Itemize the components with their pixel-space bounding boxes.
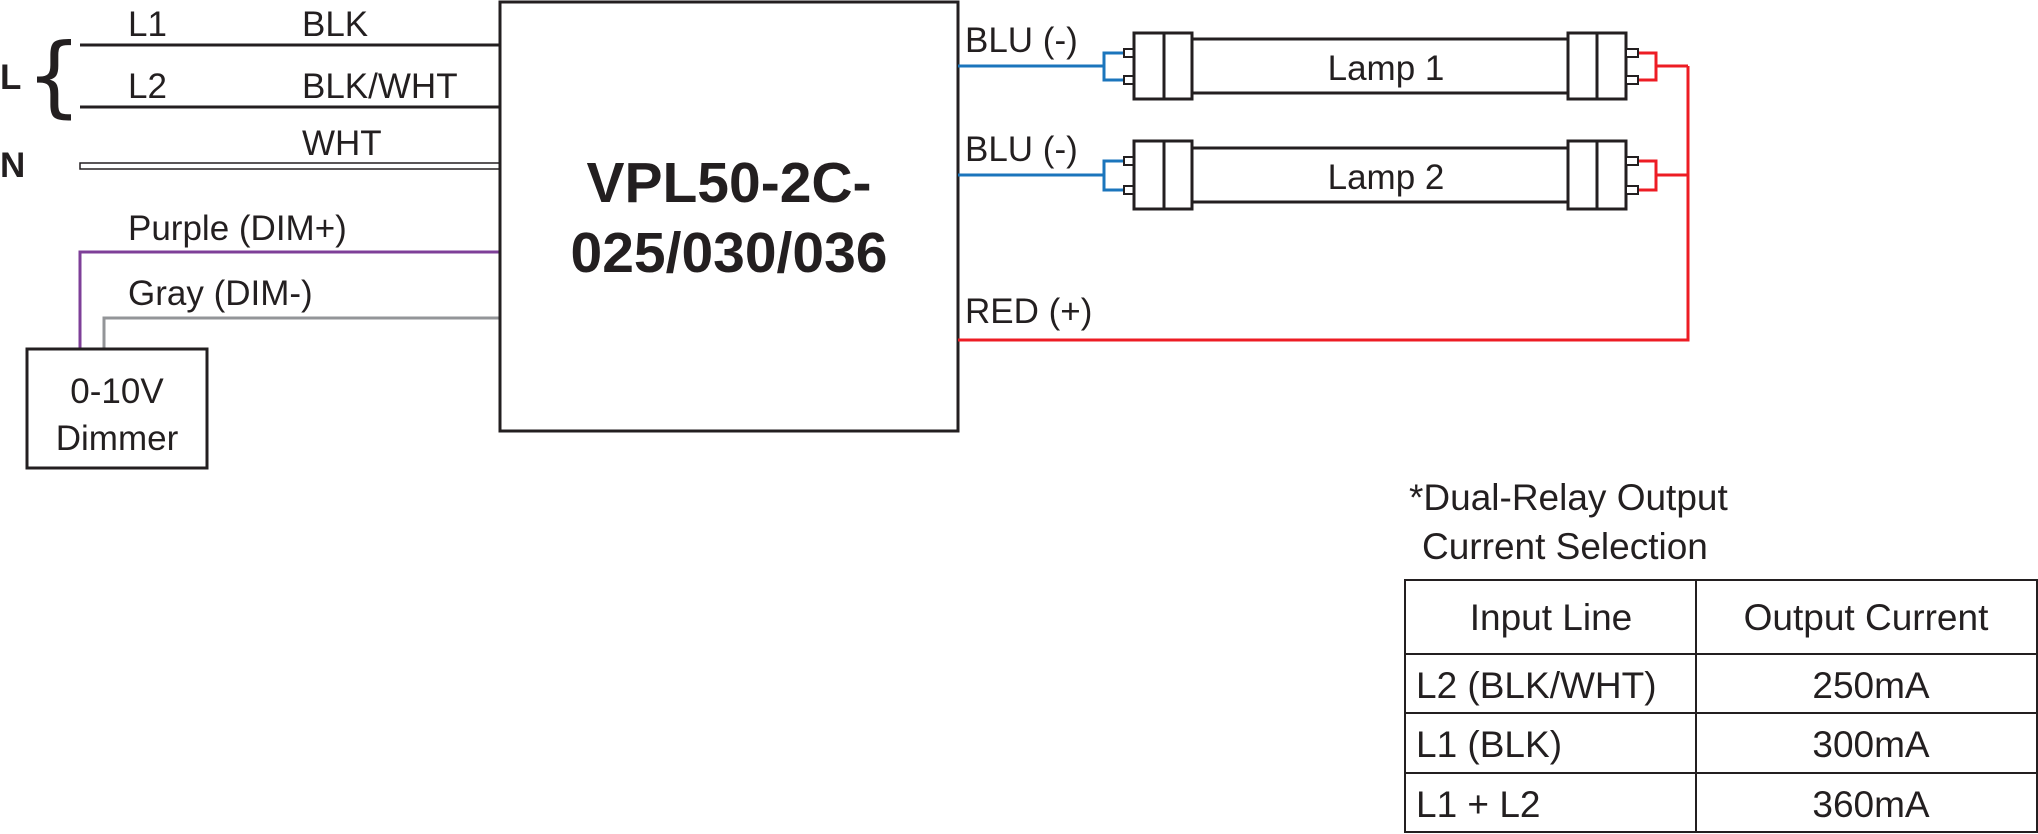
lamp1-wire-label: BLU (-) [965, 21, 1078, 60]
lamp2-right-pin-bottom [1625, 185, 1639, 195]
lamp1-label: Lamp 1 [1328, 49, 1445, 88]
lamp1-right-pin-bottom [1625, 75, 1639, 85]
lamp2-right-pin-top [1625, 156, 1639, 166]
driver-model-line1: VPL50-2C- [586, 151, 871, 215]
table-row-2-input: L1 (BLK) [1416, 724, 1562, 765]
table-header-input-line: Input Line [1470, 597, 1633, 638]
lamp2-wire-label: BLU (-) [965, 130, 1078, 169]
neutral-wire-color: WHT [302, 124, 382, 163]
driver-model-line2: 025/030/036 [571, 221, 888, 285]
lamp1-blue-pins [1102, 51, 1124, 82]
table-note-line2: Current Selection [1422, 526, 1708, 567]
dimmer-box [25, 347, 209, 470]
table-header-output-current: Output Current [1744, 597, 1989, 638]
driver-box [498, 0, 960, 433]
dimmer-label-line1: 0-10V [70, 372, 164, 411]
table-note-line1: *Dual-Relay Output [1409, 477, 1728, 518]
l1-label: L1 [128, 5, 167, 44]
dim-plus-wire [78, 250, 500, 348]
l1-wire-color: BLK [302, 5, 368, 44]
dim-minus-label: Gray (DIM-) [128, 274, 313, 313]
line-group-label: L [0, 58, 21, 97]
dim-minus-wire [102, 316, 500, 348]
lamp2-red-pins [1638, 159, 1658, 192]
neutral-wire [79, 162, 501, 170]
line-group-brace: { [26, 24, 82, 127]
neutral-label: N [0, 146, 25, 185]
table-row-2-current: 300mA [1812, 724, 1930, 765]
table-row-1-current: 250mA [1812, 665, 1930, 706]
l2-label: L2 [128, 67, 167, 106]
l2-wire-color: BLK/WHT [302, 67, 458, 106]
lamp2-label: Lamp 2 [1328, 158, 1445, 197]
table-frame [1404, 579, 2038, 833]
red-positive-wire [958, 66, 1690, 342]
dimmer-label-line2: Dimmer [56, 419, 179, 458]
lamp-1: Lamp 1 [1123, 31, 1639, 101]
table-row-3-input: L1 + L2 [1416, 784, 1540, 825]
table-row-1-input: L2 (BLK/WHT) [1416, 665, 1657, 706]
lamp1-red-pins [1638, 51, 1658, 82]
lamp1-right-pin-top [1625, 48, 1639, 58]
table-row-3-current: 360mA [1812, 784, 1930, 825]
positive-wire-label: RED (+) [965, 292, 1092, 331]
dim-plus-label: Purple (DIM+) [128, 209, 347, 248]
current-selection-table: Input Line Output Current L2 (BLK/WHT) 2… [1404, 579, 2038, 833]
lamp-2: Lamp 2 [1123, 139, 1639, 211]
lamp2-blue-pins [1102, 159, 1124, 192]
